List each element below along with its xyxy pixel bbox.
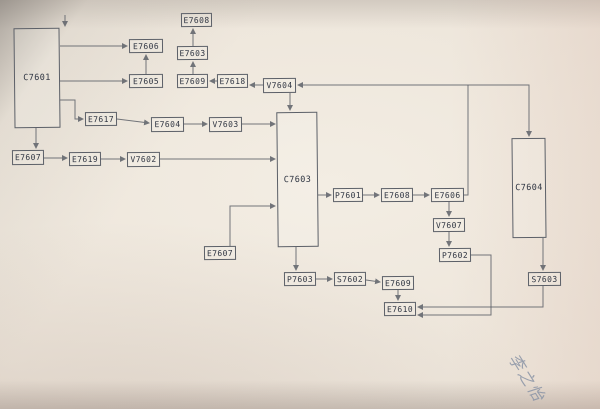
node-e7607-b: E7607 — [203, 245, 237, 261]
node-label: E7603 — [179, 48, 206, 58]
node-label: C7601 — [23, 72, 51, 84]
node-label: S7603 — [531, 274, 558, 284]
node-label: E7618 — [219, 76, 246, 86]
node-p7602: P7602 — [438, 247, 472, 263]
node-label: V7607 — [435, 220, 463, 230]
node-label: E7606 — [132, 41, 160, 51]
edge-line — [60, 99, 84, 122]
node-label: P7603 — [286, 274, 314, 284]
edge-line — [468, 84, 532, 137]
node-label: E7608 — [183, 15, 210, 25]
node-c7603: C7603 — [276, 111, 319, 248]
node-label: V7604 — [266, 80, 293, 91]
node-label: E7610 — [386, 304, 414, 314]
node-label: E7609 — [179, 76, 206, 86]
node-label: E7617 — [87, 114, 115, 124]
node-v7604: V7604 — [262, 77, 297, 94]
node-s7602: S7602 — [333, 271, 367, 287]
node-e7618: E7618 — [216, 73, 249, 89]
node-v7602: V7602 — [126, 151, 161, 168]
edge-line — [417, 254, 492, 318]
node-e7607-a: E7607 — [11, 149, 45, 166]
node-s7603: S7603 — [527, 271, 562, 287]
node-v7607: V7607 — [432, 217, 466, 233]
node-e7610: E7610 — [383, 301, 417, 317]
node-label: C7604 — [515, 182, 543, 194]
node-e7605: E7605 — [128, 73, 164, 89]
node-label: E7607 — [206, 248, 234, 258]
node-e7617: E7617 — [84, 111, 118, 127]
edge-line — [116, 118, 150, 126]
node-label: E7607 — [14, 152, 42, 163]
node-e7608-b: E7608 — [380, 187, 414, 203]
node-v7603: V7603 — [208, 116, 243, 133]
edge-line — [417, 286, 544, 310]
node-label: E7606 — [434, 190, 461, 200]
node-label: E7604 — [154, 119, 181, 130]
node-e7609-a: E7609 — [176, 73, 209, 89]
node-e7608-top: E7608 — [180, 12, 213, 28]
edge-line — [365, 278, 381, 285]
node-c7601: C7601 — [13, 27, 61, 129]
node-label: P7601 — [334, 190, 362, 200]
node-label: E7605 — [132, 76, 160, 86]
node-label: V7602 — [130, 154, 157, 165]
node-p7603: P7603 — [283, 271, 317, 287]
node-label: V7603 — [212, 119, 239, 130]
node-e7609-b: E7609 — [381, 275, 415, 291]
node-p7601: P7601 — [332, 187, 364, 203]
node-e7619: E7619 — [68, 151, 102, 167]
node-label: E7608 — [383, 190, 411, 200]
node-label: S7602 — [336, 274, 364, 284]
edge-line — [464, 85, 469, 196]
node-e7606-a: E7606 — [128, 38, 164, 54]
node-e7604: E7604 — [150, 116, 185, 133]
node-label: P7602 — [441, 250, 469, 260]
node-e7603: E7603 — [176, 45, 209, 61]
node-c7604: C7604 — [511, 137, 547, 239]
edge-line — [229, 203, 276, 246]
node-label: E7609 — [384, 278, 412, 288]
node-label: E7619 — [71, 154, 99, 164]
node-e7606-b: E7606 — [430, 187, 465, 203]
node-label: C7603 — [283, 174, 312, 185]
